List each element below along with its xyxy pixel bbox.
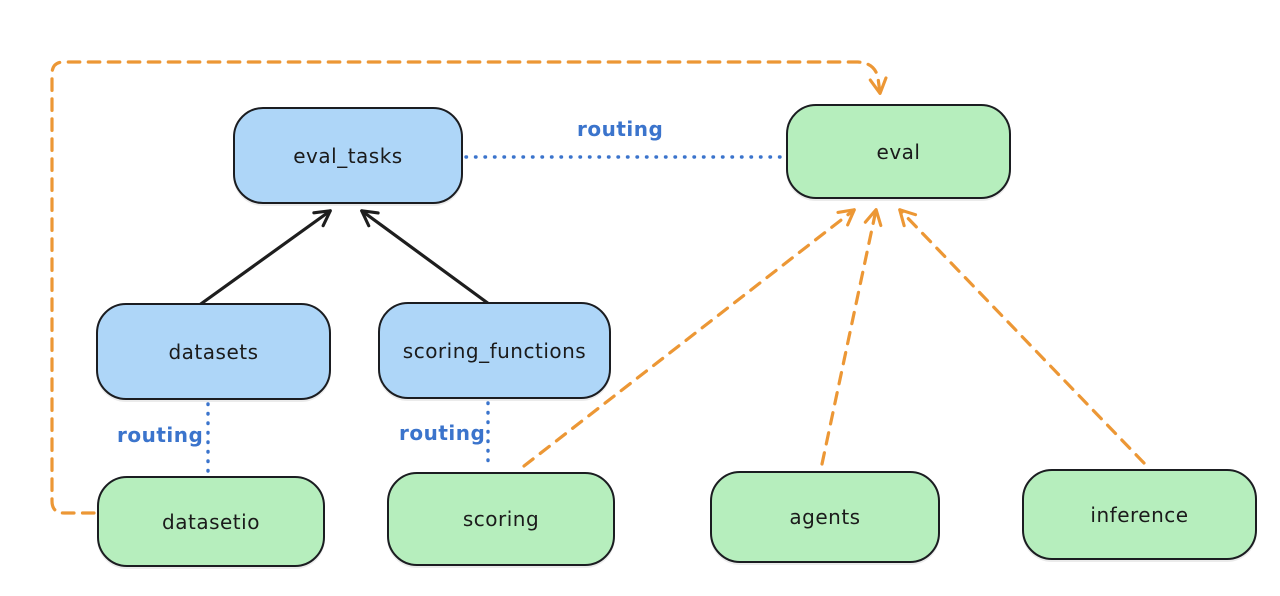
node-eval-label: eval	[876, 139, 921, 164]
node-eval: eval	[786, 104, 1011, 199]
node-datasets: datasets	[96, 303, 331, 400]
routing-label-datasets-datasetio: routing	[117, 423, 204, 447]
node-scoring-functions: scoring_functions	[378, 302, 611, 399]
node-eval-tasks-label: eval_tasks	[293, 143, 403, 168]
node-datasetio-label: datasetio	[162, 509, 260, 534]
node-agents: agents	[710, 471, 940, 563]
node-datasetio: datasetio	[97, 476, 325, 567]
node-agents-label: agents	[789, 505, 861, 529]
node-eval-tasks: eval_tasks	[233, 107, 463, 204]
routing-label-scoring-functions-scoring: routing	[399, 421, 486, 445]
edge-agents-to-eval	[820, 208, 883, 466]
node-scoring-functions-label: scoring_functions	[402, 338, 587, 363]
node-inference-label: inference	[1090, 502, 1189, 527]
node-inference: inference	[1022, 469, 1257, 560]
edge-scoring-to-eval	[522, 208, 856, 468]
node-datasets-label: datasets	[168, 339, 259, 364]
edge-datasets-to-eval-tasks	[196, 209, 332, 308]
edge-datasetio-to-eval	[50, 60, 888, 515]
node-scoring-label: scoring	[462, 507, 540, 531]
edge-scoring-functions-to-eval-tasks	[360, 209, 491, 306]
routing-label-eval-tasks-eval: routing	[577, 117, 664, 141]
node-scoring: scoring	[387, 472, 615, 566]
edge-inference-to-eval	[898, 208, 1146, 465]
